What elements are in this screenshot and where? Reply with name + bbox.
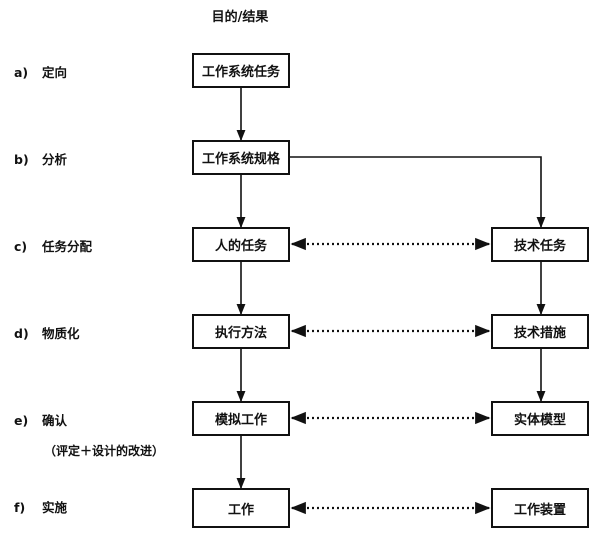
- stage-letter: f): [14, 500, 26, 515]
- box-human-task: 人的任务: [192, 227, 290, 262]
- box-physical-model: 实体模型: [491, 401, 589, 436]
- stage-e-note: （评定＋设计的改进）: [44, 444, 165, 458]
- box-execution-method: 执行方法: [192, 314, 290, 349]
- stage-letter: b): [14, 152, 29, 167]
- stage-label: 分析: [42, 152, 68, 167]
- box-work-device: 工作装置: [491, 488, 589, 528]
- stage-letter: d): [14, 326, 29, 341]
- stage-c: c) 任务分配: [14, 236, 92, 255]
- box-work: 工作: [192, 488, 290, 528]
- box-technical-task: 技术任务: [491, 227, 589, 262]
- box-simulated-work: 模拟工作: [192, 401, 290, 436]
- box-technical-measure: 技术措施: [491, 314, 589, 349]
- stage-label: 定向: [42, 65, 68, 80]
- stage-letter: a): [14, 65, 29, 80]
- stage-label: 任务分配: [42, 239, 93, 254]
- stage-label: 实施: [42, 500, 68, 515]
- stage-a: a) 定向: [14, 62, 67, 81]
- column-header: 目的/结果: [211, 10, 269, 25]
- stage-letter: c): [14, 239, 28, 254]
- stage-letter: e): [14, 413, 29, 428]
- stage-f: f) 实施: [14, 497, 67, 516]
- stage-d: d) 物质化: [14, 323, 80, 342]
- stage-label: 确认: [42, 413, 68, 428]
- arrow-spec-to-tech-task: [290, 156, 546, 229]
- box-work-system-task: 工作系统任务: [192, 53, 290, 88]
- stage-e: e) 确认: [14, 410, 67, 429]
- box-work-system-spec: 工作系统规格: [192, 140, 290, 175]
- stage-label: 物质化: [42, 326, 80, 341]
- stage-b: b) 分析: [14, 149, 67, 168]
